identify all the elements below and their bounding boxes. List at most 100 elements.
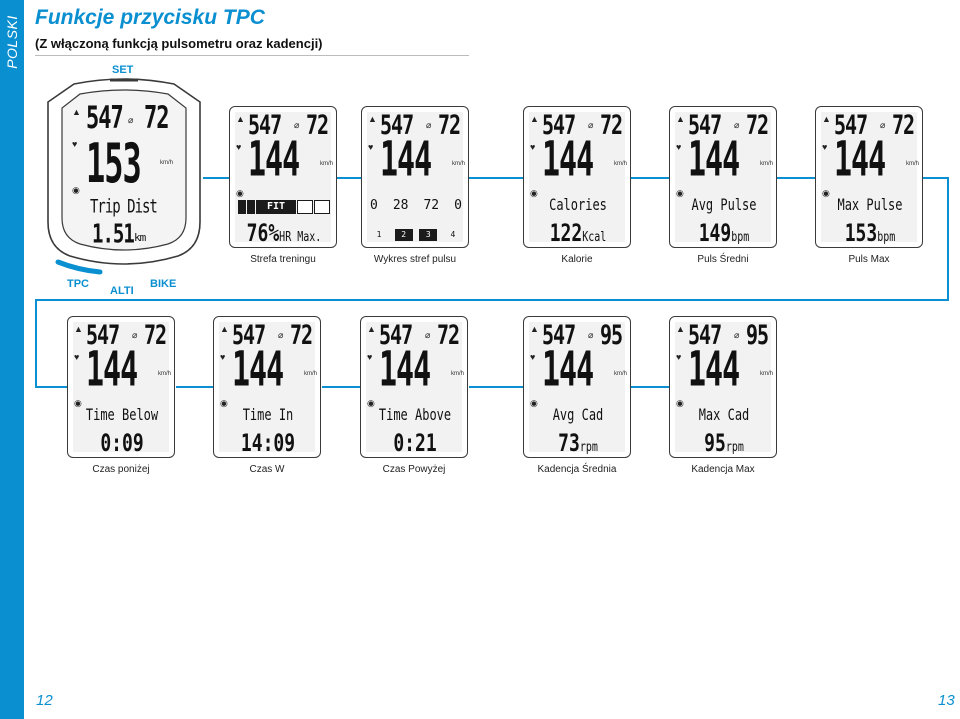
zone-segment xyxy=(247,200,255,214)
heart-icon: ♥ xyxy=(530,352,536,362)
lcd-cadence: 72 xyxy=(437,318,460,351)
device-cadence: 72 xyxy=(144,101,169,137)
lcd-cadence: 95 xyxy=(600,318,623,351)
altitude-icon: ▲ xyxy=(822,114,831,124)
lcd-speed: 144 xyxy=(834,132,886,189)
heart-icon: ♥ xyxy=(676,352,682,362)
device-altitude: 547 xyxy=(86,101,124,137)
header-divider xyxy=(35,55,469,56)
language-sidebar: POLSKI xyxy=(0,0,24,719)
stopwatch-icon: ◉ xyxy=(367,398,375,408)
lcd-line3: Max Cad xyxy=(698,405,750,424)
page-title: Funkcje przycisku TPC xyxy=(35,6,265,29)
lcd-speed: 144 xyxy=(86,342,138,399)
lcd-line4: 95rpm xyxy=(704,429,744,458)
stopwatch-icon: ◉ xyxy=(676,398,684,408)
lcd-speed-unit: km/h xyxy=(451,371,465,377)
lcd-line4: 0:21 xyxy=(393,429,437,458)
lcd-background xyxy=(366,322,462,452)
tpc-button-label[interactable]: TPC xyxy=(67,278,89,290)
cadence-icon: ⌀ xyxy=(426,120,432,130)
altitude-icon: ▲ xyxy=(236,114,245,124)
altitude-icon: ▲ xyxy=(530,114,539,124)
cadence-icon: ⌀ xyxy=(588,330,594,340)
lcd-altitude: 547 xyxy=(380,108,414,141)
cadence-icon: ⌀ xyxy=(128,115,134,125)
lcd-line4: 76%HR Max. xyxy=(246,219,322,248)
page-number-left: 12 xyxy=(36,692,53,709)
lcd-background xyxy=(529,112,625,242)
lcd-cadence: 72 xyxy=(892,108,915,141)
bike-button-label[interactable]: BIKE xyxy=(150,278,177,290)
lcd-cadence: 95 xyxy=(746,318,769,351)
zone-labels: 1 2 3 4 xyxy=(370,229,462,241)
lcd-background xyxy=(529,322,625,452)
device-line3: Trip Dist xyxy=(90,196,158,218)
cadence-icon: ⌀ xyxy=(132,330,138,340)
lcd-speed-unit: km/h xyxy=(760,371,774,377)
lcd-speed-unit: km/h xyxy=(158,371,172,377)
alti-button-label[interactable]: ALTI xyxy=(110,285,134,297)
stopwatch-icon: ◉ xyxy=(236,188,244,198)
caption-time-above: Czas Powyżej xyxy=(382,464,446,475)
heart-icon: ♥ xyxy=(822,142,828,152)
heart-icon: ♥ xyxy=(367,352,373,362)
lcd-line4: 149bpm xyxy=(698,219,750,248)
zone-values: 0 28 72 0 xyxy=(370,199,462,212)
device-line4: 1.51 xyxy=(92,219,135,249)
lcd-background xyxy=(675,112,771,242)
zone-value: 0 xyxy=(370,198,378,213)
cadence-icon: ⌀ xyxy=(734,120,740,130)
lcd-line3: Avg Pulse xyxy=(691,195,757,214)
zone-label: 2 xyxy=(394,229,413,241)
lcd-screen-time-in: ▲ 547 ⌀ 72 ♥ 144 km/h ◉ Time In 14:09 xyxy=(213,316,321,458)
heart-icon: ♥ xyxy=(236,142,242,152)
lcd-altitude: 547 xyxy=(248,108,282,141)
caption-zone-chart: Wykres stref pulsu xyxy=(373,254,457,265)
stopwatch-icon: ◉ xyxy=(530,398,538,408)
lcd-line4: 153bpm xyxy=(844,219,896,248)
lcd-line4: 14:09 xyxy=(240,429,296,458)
cadence-icon: ⌀ xyxy=(278,330,284,340)
lcd-line4: 122Kcal xyxy=(549,219,607,248)
lcd-line4: 73rpm xyxy=(558,429,598,458)
altitude-icon: ▲ xyxy=(220,324,229,334)
lcd-altitude: 547 xyxy=(542,318,576,351)
caption-avg-pulse: Puls Średni xyxy=(697,254,749,265)
heart-icon: ♥ xyxy=(368,142,374,152)
heart-icon: ♥ xyxy=(220,352,226,362)
lcd-altitude: 547 xyxy=(542,108,576,141)
altitude-icon: ▲ xyxy=(676,324,685,334)
lcd-altitude: 547 xyxy=(688,108,722,141)
lcd-line3: Max Pulse xyxy=(837,195,903,214)
device-line4-unit: km xyxy=(134,231,146,244)
lcd-cadence: 72 xyxy=(438,108,461,141)
heart-icon: ♥ xyxy=(676,142,682,152)
lcd-cadence: 72 xyxy=(290,318,313,351)
lcd-line4: 0:09 xyxy=(100,429,144,458)
cadence-icon: ⌀ xyxy=(294,120,300,130)
lcd-screen-avg-cad: ▲ 547 ⌀ 95 ♥ 144 km/h ◉ Avg Cad 73rpm xyxy=(523,316,631,458)
lcd-speed-unit: km/h xyxy=(760,161,774,167)
lcd-background xyxy=(821,112,917,242)
page-subtitle: (Z włączoną funkcją pulsometru oraz kade… xyxy=(35,36,323,51)
zone-box xyxy=(297,200,313,214)
lcd-cadence: 72 xyxy=(600,108,623,141)
cadence-icon: ⌀ xyxy=(425,330,431,340)
lcd-line3: Calories xyxy=(549,195,607,214)
cadence-icon: ⌀ xyxy=(588,120,594,130)
zone-segment xyxy=(238,200,246,214)
fit-zone-bar: FIT xyxy=(238,200,330,214)
stopwatch-icon: ◉ xyxy=(220,398,228,408)
heart-icon: ♥ xyxy=(72,139,78,149)
lcd-speed: 144 xyxy=(379,342,431,399)
lcd-background xyxy=(367,112,463,242)
caption-training-zone: Strefa treningu xyxy=(250,254,316,265)
zone-value: 0 xyxy=(454,198,462,213)
lcd-speed-unit: km/h xyxy=(614,371,628,377)
lcd-speed-unit: km/h xyxy=(906,161,920,167)
set-button-label[interactable]: SET xyxy=(112,64,134,76)
zone-box xyxy=(314,200,330,214)
stopwatch-icon: ◉ xyxy=(676,188,684,198)
lcd-screen-time-above: ▲ 547 ⌀ 72 ♥ 144 km/h ◉ Time Above 0:21 xyxy=(360,316,468,458)
